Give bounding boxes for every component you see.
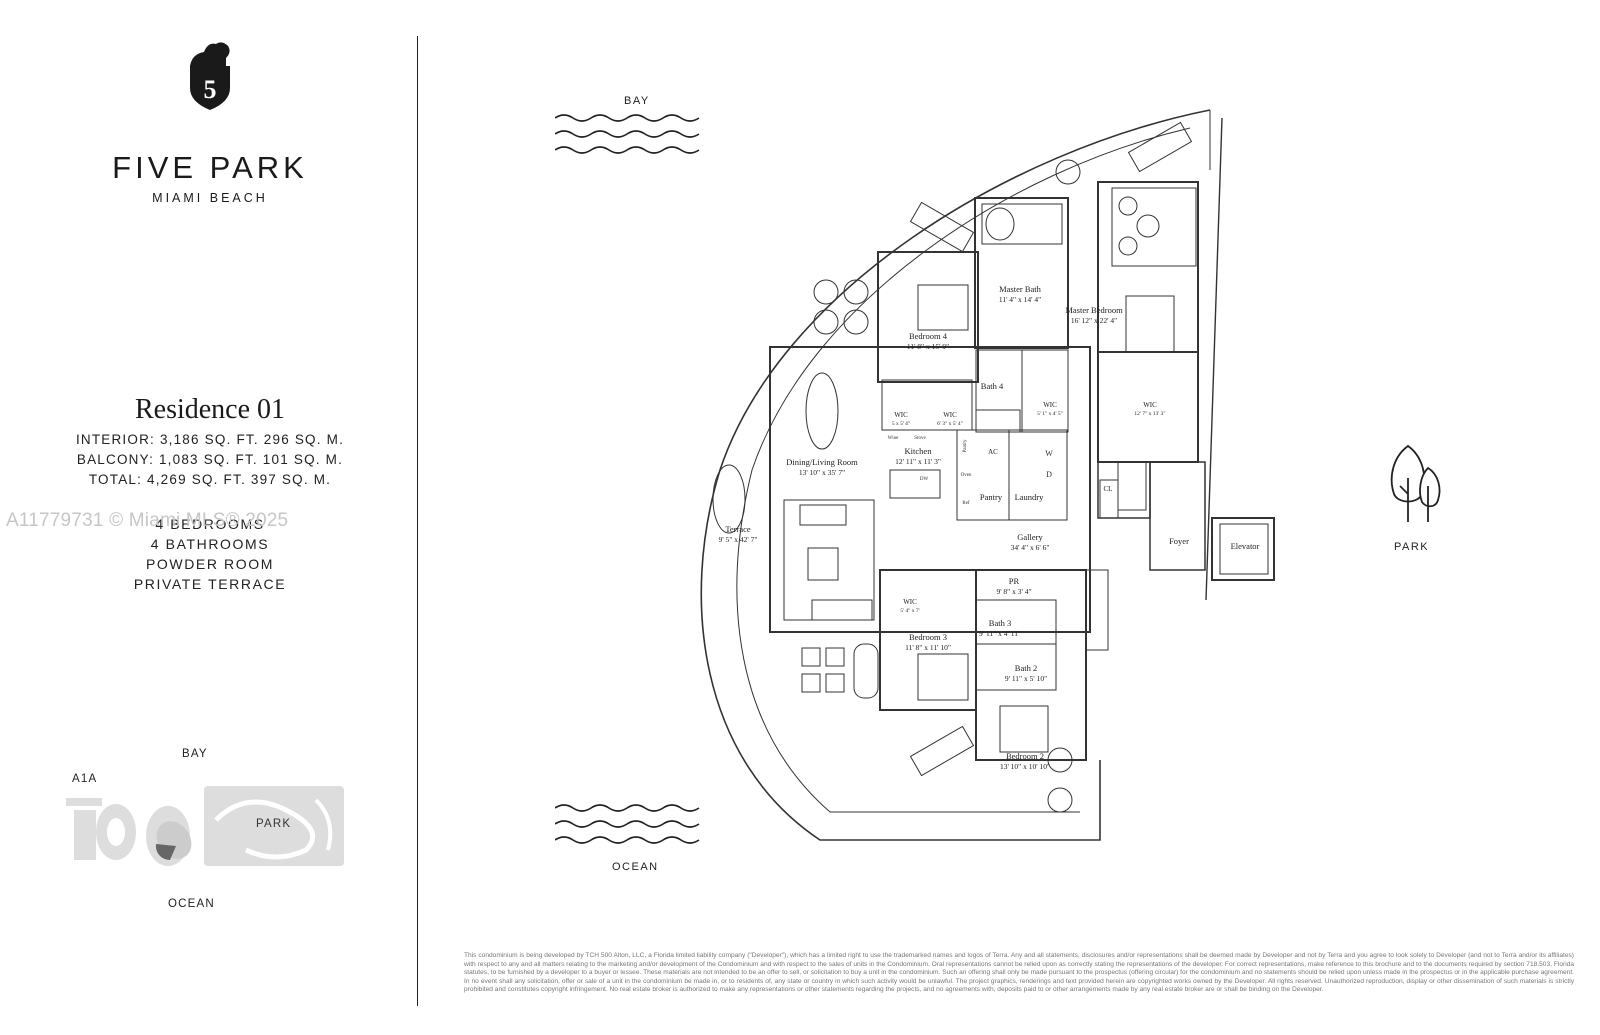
- logo-glyph: 5: [204, 75, 217, 104]
- residence-title: Residence 01: [134, 394, 286, 425]
- ocean-water-icon: [554, 802, 705, 852]
- spec-total: TOTAL: 4,269 SQ. FT. 397 SQ. M.: [88, 472, 332, 487]
- room-label: Terrace: [725, 524, 751, 534]
- room-label: Bath 4: [981, 381, 1004, 391]
- brand-subtitle: MIAMI BEACH: [152, 191, 268, 205]
- room-label: Pantry: [980, 492, 1003, 502]
- plan-park-label: PARK: [1394, 541, 1430, 553]
- room-dimensions: 11' 8" x 15' 9": [907, 342, 949, 351]
- dw-label: DW: [920, 477, 929, 482]
- plan-bay-label: BAY: [624, 95, 650, 107]
- room-label: Bedroom 2: [1006, 751, 1044, 761]
- room-dimensions: 12' 7" x 13' 3": [1134, 411, 1165, 417]
- room-dimensions: 16' 12" x 22' 4": [1071, 316, 1117, 325]
- elephant-shield-icon: 5: [186, 36, 234, 116]
- room-dimensions: 9' 5" x 42' 7": [719, 535, 758, 544]
- room-dimensions: 9' 8" x 3' 4": [996, 587, 1031, 596]
- sitemap-a1a-label: A1A: [72, 773, 98, 785]
- sitemap-ocean-label: OCEAN: [168, 898, 215, 910]
- brand-title: FIVE PARK: [112, 150, 308, 185]
- feature-bedrooms: 4 BEDROOMS: [155, 516, 265, 532]
- pantry-v-label: Pantry: [963, 439, 968, 453]
- room-dimensions: 12' 11" x 11' 3": [895, 457, 941, 466]
- room-label: Bedroom 4: [909, 331, 948, 341]
- room-label: Bedroom 3: [909, 632, 947, 642]
- room-dimensions: 5 x 5' 4": [892, 421, 910, 427]
- room-label: WIC: [1143, 401, 1157, 409]
- room-dimensions: 34' 4" x 6' 6": [1011, 543, 1050, 552]
- room-label: Gallery: [1017, 532, 1043, 542]
- room-label: Dining/Living Room: [786, 457, 858, 467]
- room-label: Elevator: [1231, 541, 1260, 551]
- room-dimensions: 5' 1" x 4' 5": [1037, 411, 1063, 417]
- ref-label: Ref: [962, 501, 970, 506]
- feature-terrace: PRIVATE TERRACE: [133, 576, 287, 592]
- room-dimensions: 6' 3" x 5' 4": [937, 421, 963, 427]
- oven-label: Oven: [961, 473, 972, 478]
- vertical-divider: [417, 36, 418, 1006]
- room-label: WIC: [894, 411, 908, 419]
- room-label: Laundry: [1015, 492, 1045, 502]
- washer-label: W: [1045, 449, 1053, 458]
- sitemap-park-label: PARK: [256, 818, 292, 830]
- room-label: Bath 3: [989, 618, 1011, 628]
- room-label: WIC: [1043, 401, 1057, 409]
- tree-icon: [1384, 442, 1444, 530]
- room-dimensions: 11' 4" x 14' 4": [999, 295, 1041, 304]
- room-dimensions: 9' 11" x 4' 11": [979, 629, 1021, 638]
- room-label: WIC: [903, 598, 917, 606]
- spec-interior: INTERIOR: 3,186 SQ. FT. 296 SQ. M.: [75, 432, 345, 447]
- feature-bathrooms: 4 BATHROOMS: [150, 536, 270, 552]
- room-label: Kitchen: [905, 446, 933, 456]
- room-dimensions: 5' 4" x 7': [900, 608, 919, 614]
- bay-water-icon: [554, 112, 705, 162]
- site-map: [66, 780, 356, 880]
- room-label: AC: [988, 448, 998, 456]
- room-label: Bath 2: [1015, 663, 1037, 673]
- room-label: Master Bedroom: [1065, 305, 1123, 315]
- room-label: Foyer: [1169, 536, 1189, 546]
- sitemap-bay-label: BAY: [182, 748, 208, 760]
- room-label: CL: [1104, 485, 1113, 493]
- room-dimensions: 11' 8" x 11' 10": [905, 643, 951, 652]
- room-dimensions: 9' 11" x 5' 10": [1005, 674, 1047, 683]
- mls-watermark: A11779731 © Miami MLS® 2025: [6, 510, 289, 531]
- spec-balcony: BALCONY: 1,083 SQ. FT. 101 SQ. M.: [76, 452, 344, 467]
- dryer-label: D: [1046, 470, 1052, 479]
- room-dimensions: 13' 10" x 10' 10": [1000, 762, 1050, 771]
- feature-powder-room: POWDER ROOM: [145, 556, 275, 572]
- wine-label: Wine: [888, 436, 899, 441]
- room-dimensions: 13' 10" x 35' 7": [799, 468, 845, 477]
- legal-disclaimer: This condominium is being developed by T…: [464, 952, 1574, 994]
- room-label: WIC: [943, 411, 957, 419]
- room-label: PR: [1009, 576, 1020, 586]
- stove-label: Stove: [914, 436, 926, 441]
- room-label: Master Bath: [999, 284, 1042, 294]
- plan-ocean-label: OCEAN: [612, 861, 659, 873]
